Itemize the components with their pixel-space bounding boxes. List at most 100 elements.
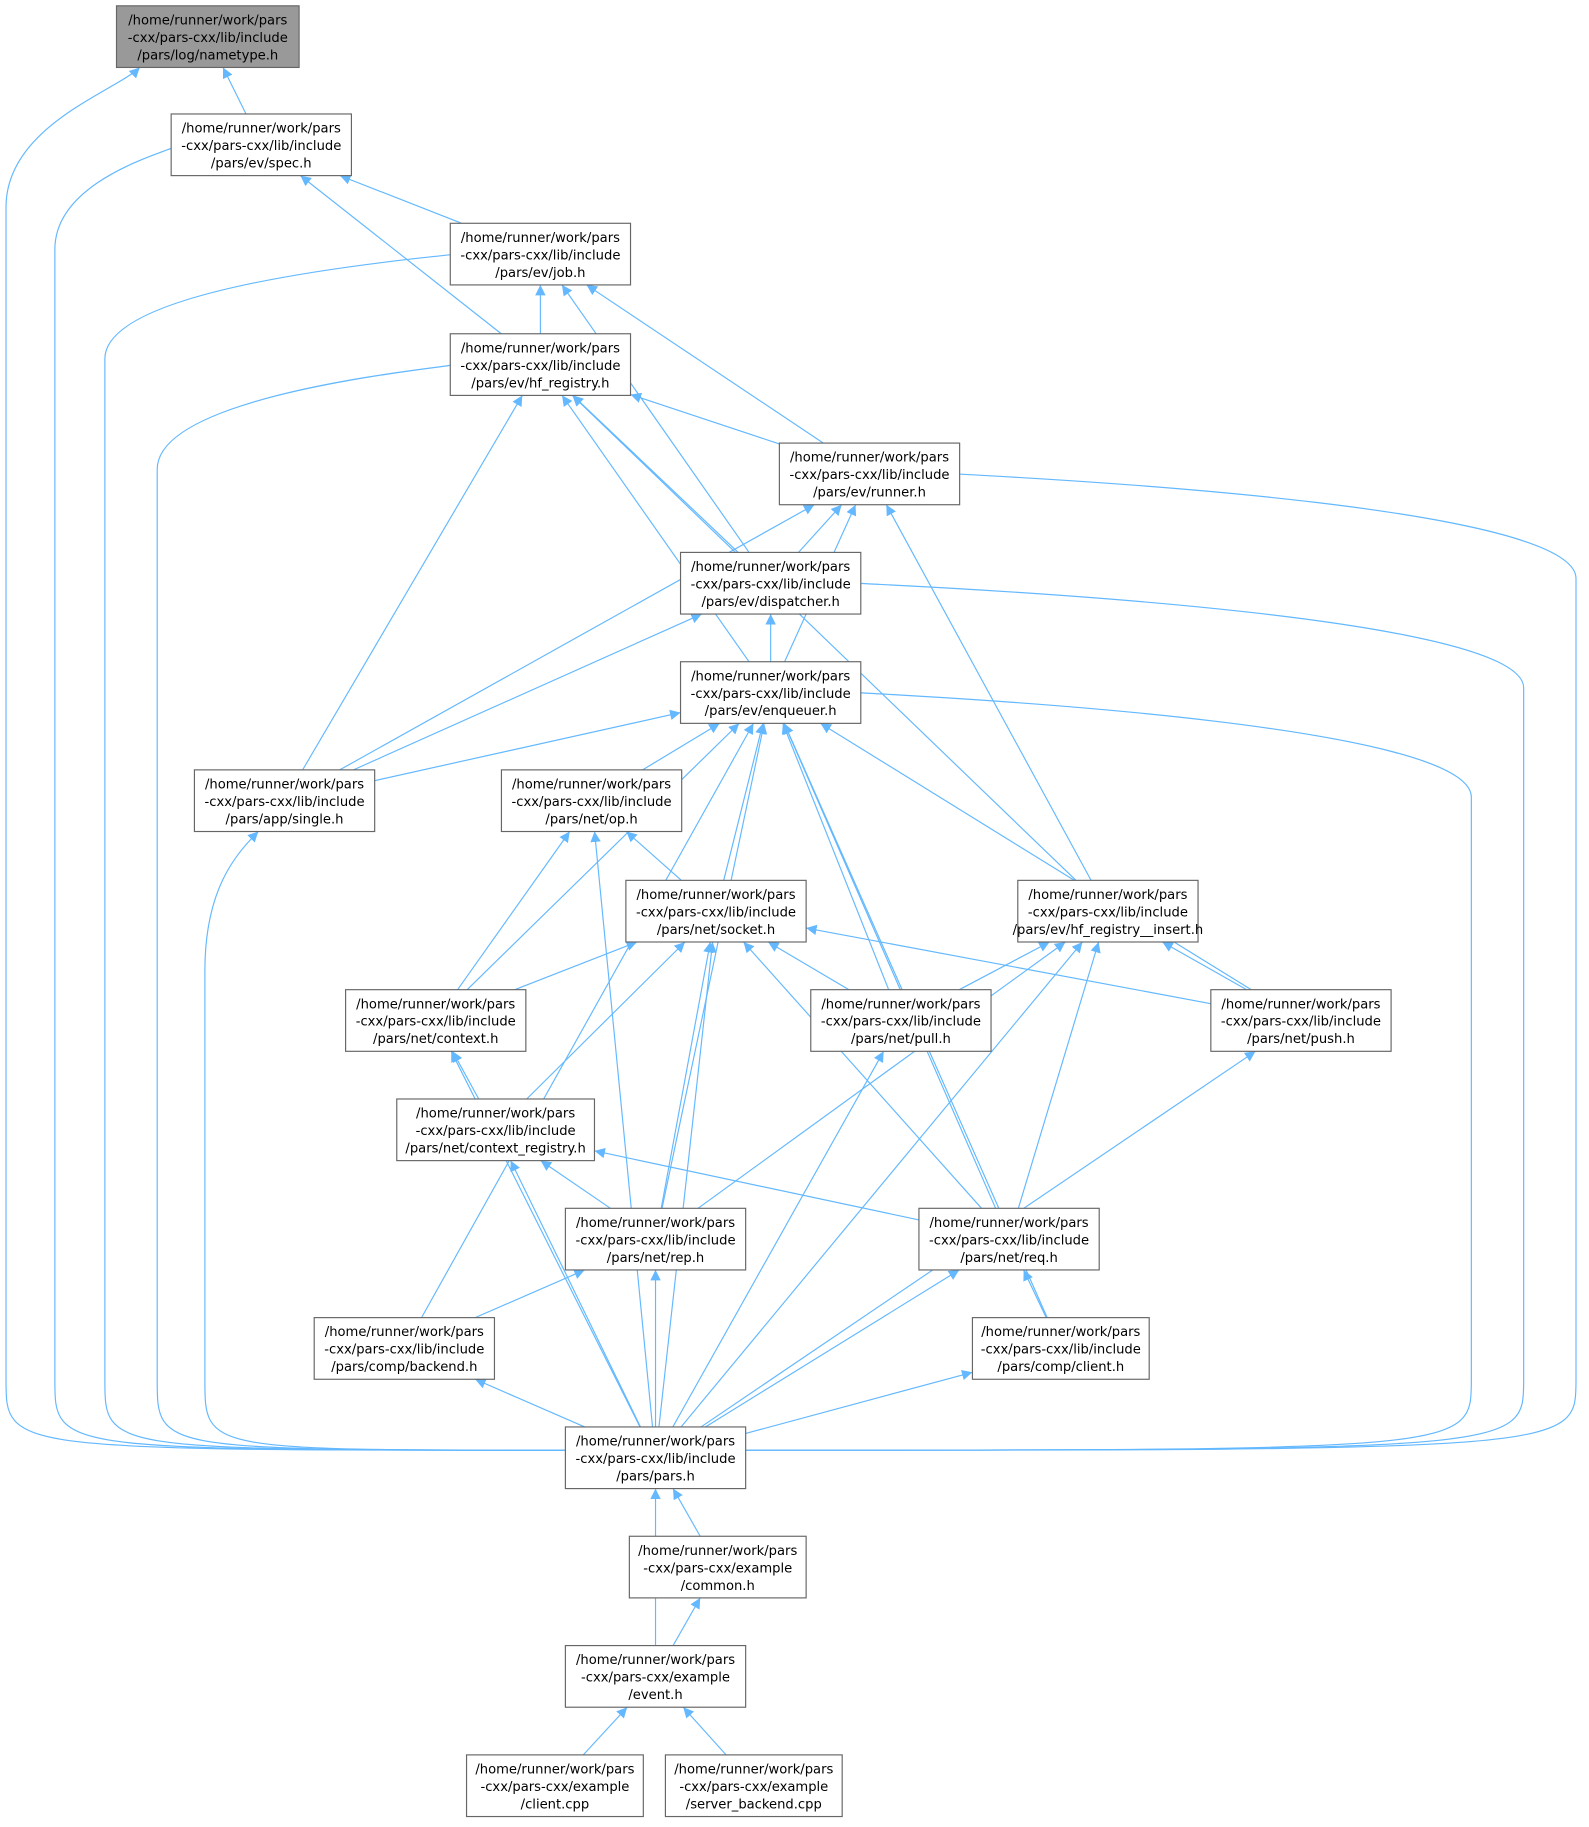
node-label-line: -cxx/pars-cxx/lib/include xyxy=(576,1452,736,1467)
edge-pars-includes-spec xyxy=(54,139,566,1451)
node-label-line: /home/runner/work/pars xyxy=(691,560,850,575)
node-label-line: /event.h xyxy=(628,1688,682,1703)
node-box xyxy=(170,113,352,177)
edge-context-includes-socket xyxy=(514,940,638,991)
edge-rep-includes-socket xyxy=(660,941,714,1209)
node-label-line: /server_backend.cpp xyxy=(686,1797,822,1812)
node-label-line: /home/runner/work/pars xyxy=(128,13,287,28)
node-label-line: /home/runner/work/pars xyxy=(356,997,515,1012)
node-push[interactable]: /home/runner/work/pars-cxx/pars-cxx/lib/… xyxy=(1210,989,1392,1052)
edge-op-includes-enqueuer xyxy=(642,722,720,771)
edge-req-includes-context_registry xyxy=(594,1147,920,1221)
node-label-line: /pars/comp/backend.h xyxy=(331,1360,477,1375)
edge-socket-includes-op xyxy=(625,831,682,881)
node-dispatcher[interactable]: /home/runner/work/pars -cxx/pars-cxx/lib/… xyxy=(679,551,862,615)
edge-runner-includes-job xyxy=(586,284,824,444)
node-label-line: -cxx/pars-cxx/lib/include xyxy=(460,248,620,263)
node-label-line: /home/runner/work/pars xyxy=(981,1325,1140,1340)
node-box xyxy=(564,1644,747,1708)
node-label-line: -cxx/pars-cxx/lib/include xyxy=(205,795,365,810)
node-server-backend[interactable]: /home/runner/work/pars-cxx/pars-cxx/exam… xyxy=(664,1754,843,1818)
edge-common-includes-pars xyxy=(672,1488,701,1537)
node-label-line: -cxx/pars-cxx/lib/include xyxy=(981,1343,1141,1358)
edge-client_h-includes-req xyxy=(1023,1269,1047,1318)
node-label-line: /home/runner/work/pars xyxy=(691,669,850,684)
node-enqueuer[interactable]: /home/runner/work/pars -cxx/pars-cxx/lib/… xyxy=(679,661,862,724)
edge-hf_insert-includes-runner xyxy=(885,504,1092,881)
node-box xyxy=(628,1535,807,1599)
node-label-line: /common.h xyxy=(681,1579,755,1594)
edge-pull-includes-enqueuer xyxy=(781,723,890,990)
edge-context-includes-enqueuer xyxy=(466,722,740,991)
node-label-line: -cxx/pars-cxx/example xyxy=(643,1561,792,1576)
node-runner[interactable]: /home/runner/work/pars -cxx/pars-cxx/lib/… xyxy=(778,442,961,506)
node-label-line: /pars/net/socket.h xyxy=(657,923,775,938)
edge-pars-includes-pull xyxy=(672,1051,885,1428)
node-label-line: /pars/net/context_registry.h xyxy=(405,1141,585,1156)
node-label-line: /pars/net/context.h xyxy=(373,1032,498,1047)
node-label-line: -cxx/pars-cxx/lib/include xyxy=(691,577,851,592)
node-label-line: -cxx/pars-cxx/lib/include xyxy=(691,687,851,702)
node-box xyxy=(500,769,683,833)
node-pull[interactable]: /home/runner/work/pars-cxx/pars-cxx/lib/… xyxy=(810,989,992,1052)
edge-req-includes-socket xyxy=(743,941,982,1209)
node-label-line: /home/runner/work/pars xyxy=(636,888,795,903)
edge-single-includes-dispatcher xyxy=(353,613,703,771)
edge-context-includes-op xyxy=(457,831,571,991)
edge-push-includes-socket xyxy=(806,924,1211,1005)
node-rep[interactable]: /home/runner/work/pars -cxx/pars-cxx/lib/… xyxy=(564,1207,747,1271)
node-label-line: /home/runner/work/pars xyxy=(576,1216,735,1231)
edge-pars-includes-client_h xyxy=(745,1369,973,1435)
node-label-line: -cxx/pars-cxx/lib/include xyxy=(576,1233,736,1248)
node-label-line: /home/runner/work/pars xyxy=(461,231,620,246)
node-label-line: -cxx/pars-cxx/lib/include xyxy=(1028,905,1188,920)
node-label-line: /pars/ev/dispatcher.h xyxy=(701,595,839,610)
node-label-line: /pars/pars.h xyxy=(616,1469,695,1484)
node-event[interactable]: /home/runner/work/pars-cxx/pars-cxx/exam… xyxy=(564,1644,747,1708)
node-op[interactable]: /home/runner/work/pars-cxx/pars-cxx/lib/… xyxy=(500,769,683,833)
node-label-line: -cxx/pars-cxx/lib/include xyxy=(789,468,949,483)
edge-dispatcher-includes-runner xyxy=(798,504,843,553)
node-label-line: -cxx/pars-cxx/lib/include xyxy=(128,31,288,46)
node-spec[interactable]: /home/runner/work/pars-cxx/pars-cxx/lib/… xyxy=(170,113,352,177)
node-socket[interactable]: /home/runner/work/pars -cxx/pars-cxx/lib/… xyxy=(625,879,807,943)
node-single[interactable]: /home/runner/work/pars-cxx/pars-cxx/lib/… xyxy=(193,769,376,833)
node-job[interactable]: /home/runner/work/pars -cxx/pars-cxx/lib/… xyxy=(449,222,632,286)
edge-backend-includes-enqueuer xyxy=(421,723,754,1318)
edge-single-includes-enqueuer xyxy=(374,709,681,782)
edge-pars-includes-context_registry xyxy=(510,1160,642,1428)
edge-pars-includes-hf_insert xyxy=(680,941,1083,1428)
node-label-line: /pars/ev/hf_registry.h xyxy=(471,376,609,391)
node-box xyxy=(971,1317,1150,1380)
node-label-line: -cxx/pars-cxx/example xyxy=(480,1780,629,1795)
edge-event-includes-common xyxy=(672,1597,701,1646)
edge-dispatcher-includes-job xyxy=(561,284,750,553)
node-client-cpp[interactable]: /home/runner/work/pars-cxx/pars-cxx/exam… xyxy=(465,1754,644,1818)
edge-pars-includes-nametype xyxy=(5,67,566,1451)
node-backend[interactable]: /home/runner/work/pars-cxx/pars-cxx/lib/… xyxy=(313,1317,496,1380)
node-nametype[interactable]: /home/runner/work/pars -cxx/pars-cxx/lib/… xyxy=(115,5,300,69)
node-pars[interactable]: /home/runner/work/pars-cxx/pars-cxx/lib/… xyxy=(564,1426,747,1490)
node-common[interactable]: /home/runner/work/pars-cxx/pars-cxx/exam… xyxy=(628,1535,807,1599)
node-label-line: -cxx/pars-cxx/lib/include xyxy=(416,1124,576,1139)
node-client-h[interactable]: /home/runner/work/pars -cxx/pars-cxx/lib/… xyxy=(971,1317,1150,1380)
node-context-registry[interactable]: /home/runner/work/pars-cxx/pars-cxx/lib/… xyxy=(396,1098,596,1162)
node-req[interactable]: /home/runner/work/pars-cxx/pars-cxx/lib/… xyxy=(918,1207,1100,1271)
node-label-line: -cxx/pars-cxx/lib/include xyxy=(821,1015,981,1030)
node-hf-insert[interactable]: /home/runner/work/pars -cxx/pars-cxx/lib/… xyxy=(1013,879,1204,943)
node-box xyxy=(465,1754,644,1818)
node-label-line: /pars/net/push.h xyxy=(1247,1032,1355,1047)
edge-single-includes-runner xyxy=(339,504,815,771)
node-hf-registry[interactable]: /home/runner/work/pars-cxx/pars-cxx/lib/… xyxy=(449,333,632,396)
node-label-line: -cxx/pars-cxx/lib/include xyxy=(636,905,796,920)
node-label-line: /home/runner/work/pars xyxy=(930,1216,1089,1231)
node-label-line: /pars/ev/hf_registry__insert.h xyxy=(1013,923,1204,938)
node-label-line: -cxx/pars-cxx/example xyxy=(581,1671,730,1686)
node-label-line: /home/runner/work/pars xyxy=(674,1763,833,1778)
node-label-line: -cxx/pars-cxx/lib/include xyxy=(512,795,672,810)
node-label-line: /home/runner/work/pars xyxy=(1028,888,1187,903)
node-label-line: /home/runner/work/pars xyxy=(461,341,620,356)
edge-socket-includes-enqueuer xyxy=(723,723,766,881)
node-context[interactable]: /home/runner/work/pars-cxx/pars-cxx/lib/… xyxy=(345,989,527,1052)
node-label-line: /home/runner/work/pars xyxy=(790,451,949,466)
